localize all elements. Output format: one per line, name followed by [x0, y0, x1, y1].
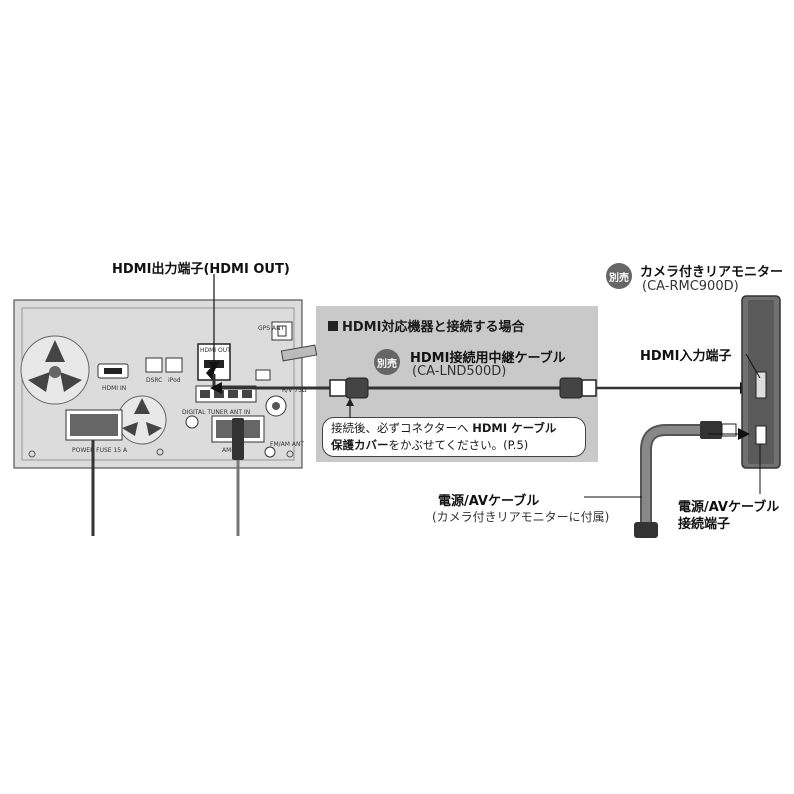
- power-av-cable-label: 電源/AVケーブル: [438, 494, 540, 509]
- hdmi-plug-left: [329, 377, 369, 399]
- monitor-separate-badge: 別売: [606, 263, 632, 289]
- svg-text:iPod: iPod: [168, 377, 181, 384]
- power-av-cable-note: (カメラ付きリアモニターに付属): [432, 510, 610, 524]
- hdmi-in-small-label: HDMI IN: [102, 385, 126, 392]
- svg-text:R/V 75Ω: R/V 75Ω: [282, 387, 307, 394]
- power-av-connector-label-2: 接続端子: [678, 517, 731, 532]
- svg-text:DIGITAL TUNER ANT IN: DIGITAL TUNER ANT IN: [182, 409, 250, 416]
- svg-text:DSRC: DSRC: [146, 377, 163, 384]
- power-av-plug: [700, 421, 737, 439]
- rear-monitor: [741, 295, 781, 469]
- monitor-model: (CA-RMC900D): [642, 279, 739, 294]
- fan-icon: [117, 395, 167, 445]
- hdmi-plug-right: [559, 377, 597, 399]
- power-av-connector-label-1: 電源/AVケーブル: [678, 500, 780, 515]
- power-av-cable: [640, 424, 700, 536]
- hdmi-out-label: HDMI出力端子(HDMI OUT): [112, 262, 290, 277]
- separate-sale-badge: 別売: [374, 349, 400, 375]
- svg-text:AMP/F: AMP/F: [222, 447, 241, 454]
- relay-cable-model: (CA-LND500D): [412, 364, 507, 379]
- svg-text:POWER FUSE 15 A: POWER FUSE 15 A: [72, 447, 128, 454]
- panel-title: HDMI対応機器と接続する場合: [328, 316, 524, 335]
- svg-text:FM/AM ANT: FM/AM ANT: [270, 441, 304, 448]
- fan-icon: [20, 335, 90, 405]
- svg-text:GPS ANT: GPS ANT: [258, 325, 285, 332]
- protection-cover-note: 接続後、必ずコネクターへ HDMI ケーブル 保護カバーをかぶせてください。(P…: [322, 417, 586, 457]
- monitor-name: カメラ付きリアモニター: [640, 265, 784, 280]
- hdmi-in-label: HDMI入力端子: [640, 349, 732, 364]
- relay-cable-name: HDMI接続用中継ケーブル: [410, 351, 566, 366]
- square-bullet-icon: [328, 321, 338, 331]
- head-unit: HDMI IN DSRC iPod HDMI OUT GPS ANT DIGIT…: [13, 299, 318, 469]
- svg-text:HDMI OUT: HDMI OUT: [200, 347, 231, 354]
